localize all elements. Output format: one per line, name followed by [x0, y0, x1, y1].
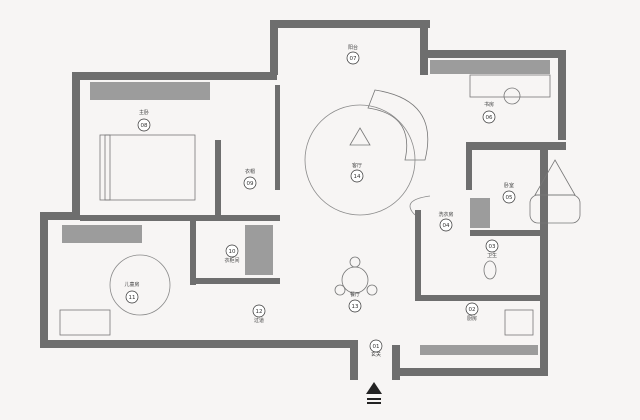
svg-text:主卧: 主卧 [139, 109, 149, 116]
svg-text:10: 10 [229, 249, 236, 255]
room-labels: 阳台 07 主卧 08 书房 06 客厅 14 衣帽 09 卧室 05 [124, 44, 516, 358]
room-master: 主卧 08 [137, 109, 151, 132]
svg-text:洗衣房: 洗衣房 [438, 211, 453, 218]
room-wardrobe: 衣帽 09 [243, 168, 257, 190]
svg-text:11: 11 [129, 295, 136, 301]
svg-text:14: 14 [354, 174, 361, 180]
svg-text:儿童房: 儿童房 [124, 281, 139, 288]
room-corridor: 过道 12 [252, 304, 266, 324]
room-kitchen: 厨房 02 [465, 302, 479, 322]
entry-arrow-icon [366, 382, 382, 404]
room-living: 客厅 14 [350, 162, 364, 183]
svg-text:08: 08 [141, 123, 148, 129]
svg-text:06: 06 [486, 115, 493, 121]
room-hall: 衣柜间 10 [224, 244, 240, 264]
svg-text:衣柜间: 衣柜间 [224, 257, 239, 264]
svg-text:阳台: 阳台 [348, 44, 358, 51]
room-toilet: 卫生 03 [485, 239, 499, 259]
room-study: 书房 06 [482, 101, 496, 124]
svg-text:玄关: 玄关 [371, 351, 381, 358]
svg-text:客厅: 客厅 [352, 162, 362, 169]
room-kids: 儿童房 11 [124, 281, 140, 304]
svg-text:09: 09 [247, 181, 254, 187]
svg-text:07: 07 [350, 56, 357, 62]
svg-text:卫生: 卫生 [487, 252, 497, 259]
svg-text:01: 01 [373, 344, 380, 350]
cabinets [62, 60, 550, 355]
svg-text:衣帽: 衣帽 [245, 168, 255, 175]
svg-text:厨房: 厨房 [467, 315, 477, 322]
svg-text:12: 12 [256, 309, 263, 315]
room-dining: 餐厅 13 [348, 291, 362, 313]
svg-text:05: 05 [506, 195, 513, 201]
room-entry: 玄关 01 [369, 339, 383, 358]
svg-text:卧室: 卧室 [504, 182, 514, 189]
svg-text:过道: 过道 [254, 317, 264, 324]
room-laundry: 洗衣房 04 [438, 211, 454, 232]
svg-text:书房: 书房 [484, 101, 494, 108]
svg-text:04: 04 [443, 223, 450, 229]
room-bath: 卧室 05 [502, 182, 516, 204]
svg-text:02: 02 [469, 307, 476, 313]
svg-text:餐厅: 餐厅 [350, 291, 360, 298]
furniture [59, 74, 581, 336]
svg-text:03: 03 [489, 244, 496, 250]
svg-text:13: 13 [352, 304, 359, 310]
room-balcony: 阳台 07 [346, 44, 360, 65]
